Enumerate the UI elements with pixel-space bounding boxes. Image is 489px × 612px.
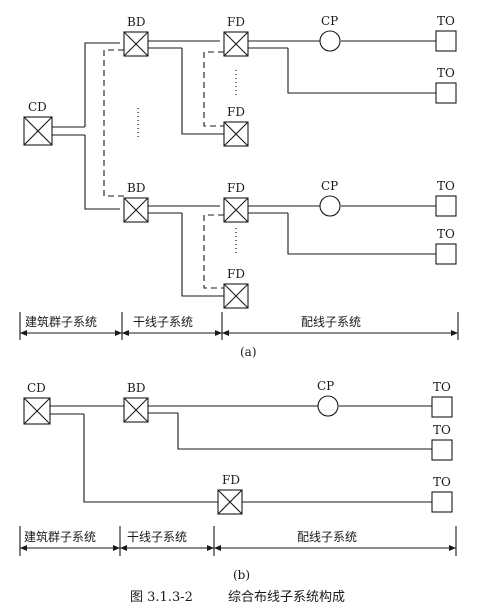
- campus-subsystem-label-b: 建筑群子系统: [24, 529, 96, 544]
- fd-label-b: FD: [222, 473, 240, 487]
- fd-label-a-3: FD: [227, 181, 245, 195]
- to-label-a-2: TO: [437, 66, 455, 80]
- fd-distributor-a-3: [223, 197, 249, 223]
- cp-label-a-1: CP: [321, 14, 338, 28]
- fd-distributor-a-2: [223, 121, 249, 147]
- campus-subsystem-label-a: 建筑群子系统: [25, 314, 97, 329]
- bd-distributor-a-top: [123, 31, 149, 57]
- diagram-b: CD BD CP FD: [19, 379, 457, 582]
- bd-bottom-links-a: [148, 205, 224, 297]
- bd-label-b: BD: [127, 381, 145, 395]
- cp-label-a-2: CP: [321, 179, 338, 193]
- bd-distributor-a-bottom: [123, 197, 149, 223]
- fd-label-a-4: FD: [227, 267, 245, 281]
- to-outlet-b-2: [431, 439, 453, 461]
- fd-top-horizontal-links-a: [248, 40, 436, 94]
- fd-label-a-1: FD: [227, 15, 245, 29]
- to-outlet-a-4: [435, 243, 457, 265]
- cd-distributor-a: [23, 116, 53, 146]
- to-label-b-3: TO: [433, 475, 451, 489]
- cd-links-b: [50, 405, 218, 503]
- fd-distributor-a-1: [223, 31, 249, 57]
- to-outlet-b-1: [431, 396, 453, 418]
- to-label-a-1: TO: [437, 14, 455, 28]
- caption-b: (b): [233, 568, 250, 582]
- cd-distributor-b: [23, 397, 51, 425]
- cp-consolidation-point-b: [317, 395, 339, 417]
- figure-title: 综合布线子系统构成: [228, 590, 345, 605]
- figure-number: 图 3.1.3-2: [130, 590, 193, 605]
- subsystem-span-b: [19, 526, 457, 556]
- fd-bottom-horizontal-links-a: [248, 205, 436, 255]
- to-outlet-b-3: [431, 491, 453, 513]
- cd-links-a: [52, 42, 124, 210]
- cd-label-a: CD: [28, 100, 47, 114]
- bd-label-a-bottom: BD: [127, 181, 145, 195]
- bd-top-links-a: [148, 40, 224, 135]
- cd-label-b: CD: [27, 381, 46, 395]
- bd-distributor-b: [123, 397, 149, 423]
- caption-a: (a): [240, 345, 257, 359]
- to-outlet-a-3: [435, 195, 457, 217]
- diagram-a: CD BD BD: [19, 14, 459, 359]
- horizontal-subsystem-label-b: 配线子系统: [297, 530, 357, 544]
- to-outlet-a-1: [435, 30, 457, 52]
- fd-label-a-2: FD: [227, 105, 245, 119]
- cp-label-b: CP: [317, 379, 334, 393]
- cp-consolidation-point-a-1: [319, 30, 341, 52]
- to-label-a-4: TO: [437, 227, 455, 241]
- backbone-subsystem-label-b: 干线子系统: [127, 530, 187, 544]
- to-label-b-2: TO: [433, 423, 451, 437]
- bd-label-a-top: BD: [127, 15, 145, 29]
- subsystem-span-a: [19, 312, 459, 340]
- cp-consolidation-point-a-2: [319, 195, 341, 217]
- fd-distributor-b: [217, 489, 243, 515]
- horizontal-subsystem-label-a: 配线子系统: [301, 315, 361, 329]
- to-label-b-1: TO: [433, 380, 451, 394]
- backbone-subsystem-label-a: 干线子系统: [133, 315, 193, 329]
- fd-distributor-a-4: [223, 283, 249, 309]
- to-label-a-3: TO: [437, 179, 455, 193]
- to-outlet-a-2: [435, 82, 457, 104]
- bd-links-b: [148, 405, 432, 450]
